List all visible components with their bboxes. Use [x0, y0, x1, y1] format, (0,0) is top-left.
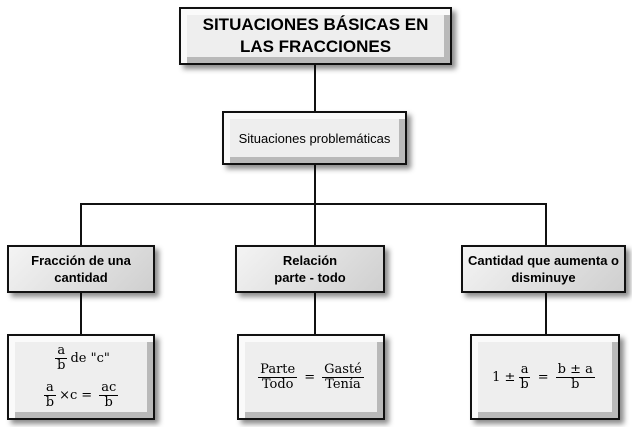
connector-bar-to-cat1: [80, 203, 82, 246]
category-box-fraction-of-quantity: Fracción de una cantidad: [7, 245, 155, 293]
formula-row-1: a b de "c": [52, 344, 110, 373]
category-label-line1: Fracción de una: [31, 253, 131, 268]
fraction-denominator: Todo: [261, 376, 294, 392]
equals-sign: =: [537, 369, 549, 385]
formula-text: 1 ±: [492, 369, 516, 385]
category-label-line2: disminuye: [511, 270, 576, 285]
fraction: ac b: [99, 380, 119, 410]
fraction: a b: [55, 343, 68, 373]
fraction-numerator: a: [44, 380, 56, 396]
connector-bar-to-cat2: [314, 203, 316, 246]
formula-row: 1 ± a b = b ± a b: [492, 361, 598, 392]
connector-cat2-to-formula2: [314, 293, 316, 335]
fraction: a b: [44, 381, 56, 410]
fraction-denominator: b: [57, 358, 66, 373]
subtitle-text: Situaciones problemáticas: [238, 130, 391, 146]
category-box-increase-decrease: Cantidad que aumenta o disminuye: [461, 245, 626, 293]
fraction-numerator: a: [55, 343, 68, 359]
formula-text: ×c: [59, 388, 78, 403]
fraction-denominator: b: [45, 395, 55, 410]
connector-title-to-sub: [314, 64, 316, 112]
formula-row-2: a b ×c = ac b: [41, 381, 121, 410]
formula-box-part-whole: Parte Todo = Gasté Tenía: [237, 334, 385, 420]
formula-box-increase-decrease: 1 ± a b = b ± a b: [470, 334, 620, 420]
fraction-denominator: Tenía: [325, 376, 361, 392]
equals-sign: =: [304, 369, 316, 385]
category-box-part-whole: Relación parte - todo: [235, 245, 385, 293]
category-label-line1: Cantidad que aumenta o: [468, 253, 619, 268]
diagram-title: SITUACIONES BÁSICAS EN LAS FRACCIONES: [202, 15, 429, 56]
fraction-denominator: b: [520, 376, 529, 392]
fraction-numerator: a: [518, 361, 531, 378]
category-label-line1: Relación: [282, 253, 338, 268]
equals-sign: =: [81, 388, 93, 403]
fraction-numerator: Parte: [258, 361, 298, 378]
formula-box-fraction-of-quantity: a b de "c" a b ×c = ac b: [7, 334, 155, 420]
fraction-numerator: Gasté: [322, 361, 364, 378]
formula-row: Parte Todo = Gasté Tenía: [255, 361, 367, 392]
fraction: Parte Todo: [258, 361, 298, 392]
fraction-denominator: b: [104, 395, 113, 410]
fraction-denominator: b: [571, 376, 580, 392]
subtitle-box: Situaciones problemáticas: [222, 111, 407, 165]
fraction-numerator: ac: [99, 380, 119, 396]
connector-cat3-to-formula3: [545, 293, 547, 335]
connector-horizontal-bar: [80, 203, 547, 205]
fraction: b ± a b: [555, 361, 595, 392]
formula-text: de "c": [70, 351, 110, 366]
title-box: SITUACIONES BÁSICAS EN LAS FRACCIONES: [179, 7, 452, 65]
fraction: Gasté Tenía: [322, 361, 364, 392]
fraction-numerator: b ± a: [555, 361, 595, 378]
fraction: a b: [518, 361, 531, 392]
connector-sub-to-bar: [314, 164, 316, 204]
connector-bar-to-cat3: [545, 203, 547, 246]
category-label-line2: cantidad: [54, 270, 108, 285]
category-label-line2: parte - todo: [274, 270, 346, 285]
connector-cat1-to-formula1: [80, 293, 82, 335]
